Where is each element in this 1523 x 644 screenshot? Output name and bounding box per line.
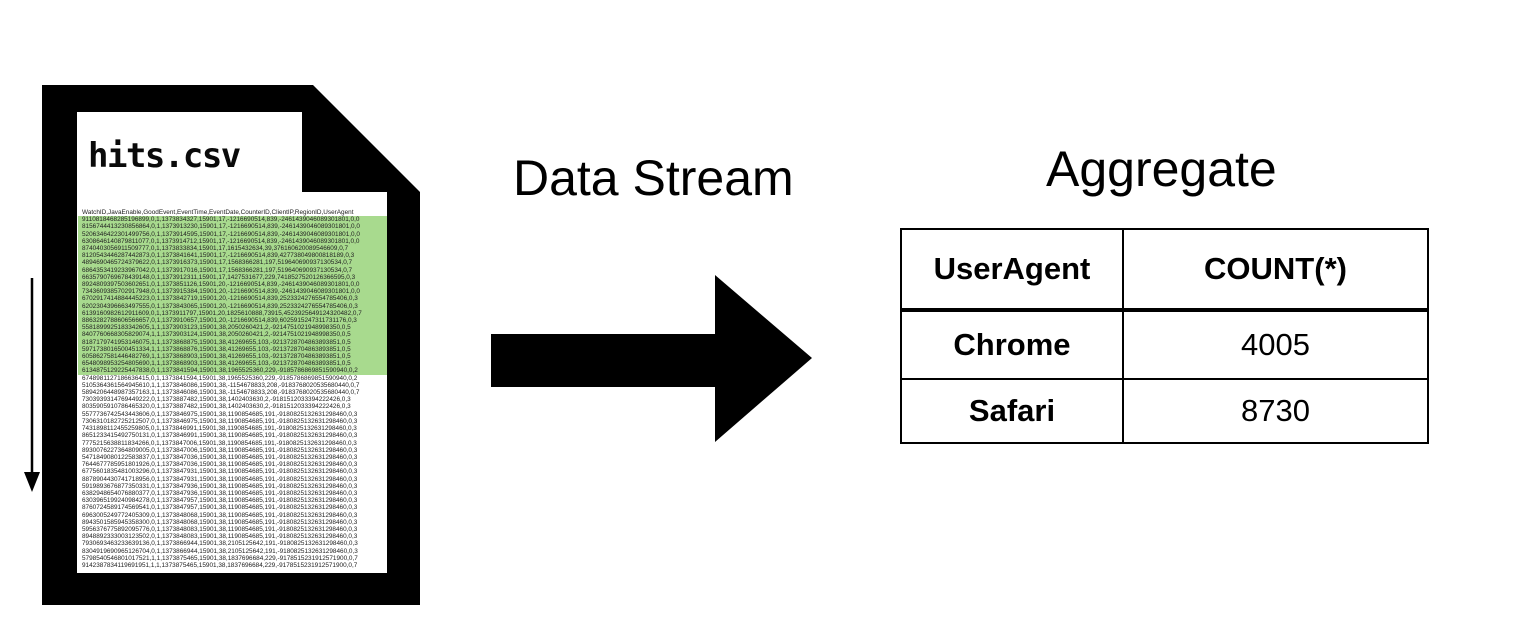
- csv-row: 7431898112455259805,0,1,1373846991,15901…: [82, 425, 357, 433]
- csv-row: 5971738016500451334,1,1,1373868876,15901…: [82, 345, 351, 353]
- csv-row: 8156744413230856864,0,1,1373913230,15901…: [82, 223, 360, 231]
- csv-row: 6635790769678439148,0,1,1373912311,15901…: [82, 273, 356, 281]
- stream-arrow-icon: [491, 275, 812, 442]
- scroll-down-arrow-icon: [24, 278, 40, 492]
- count-cell: 8730: [1122, 378, 1429, 444]
- aggregate-title: Aggregate: [1046, 141, 1277, 197]
- csv-row: 6864353419233967042,0,1,1373917016,15901…: [82, 266, 353, 274]
- csv-row: 7775215638811834266,0,1,1373847006,15901…: [82, 439, 357, 447]
- csv-row: 8760724589174569541,0,1,1373847957,15901…: [82, 504, 358, 512]
- table-row: Chrome 4005: [900, 309, 1429, 380]
- count-cell: 4005: [1122, 309, 1429, 380]
- csv-row: 8943501585945358300,0,1,1373848068,15901…: [82, 518, 358, 526]
- csv-row: 8187179741953146075,1,1,1373868875,15901…: [82, 338, 351, 346]
- csv-row: 8878904430741718956,0,1,1373847931,15901…: [82, 475, 358, 483]
- csv-filename: hits.csv: [88, 136, 241, 176]
- csv-row: 8924809397503602651,0,1,1373851126,15901…: [82, 281, 360, 289]
- csv-row: 7343609385702917948,0,1,1373915384,15901…: [82, 288, 360, 296]
- csv-row: 8304919690965126704,0,1,1373866944,15901…: [82, 547, 358, 555]
- csv-highlighted-block: 9110818468285196899,0,1,1373834327,15901…: [78, 216, 387, 375]
- csv-row: 8651233415492750131,0,1,1373846991,15901…: [82, 432, 358, 440]
- csv-row: 8120543446287442873,0,1,1373841641,15901…: [82, 252, 355, 260]
- csv-row: 6702917414884445223,0,1,1373842719,15901…: [82, 295, 358, 303]
- csv-row: 7930693463233639136,0,1,1373866944,15901…: [82, 540, 358, 548]
- useragent-cell: Chrome: [900, 309, 1124, 380]
- csv-row: 5798540546801017521,1,1,1373875465,15901…: [82, 554, 358, 562]
- aggregate-table: UserAgent COUNT(*) Chrome 4005 Safari 87…: [900, 228, 1429, 444]
- csv-row: 6202304396663497555,0,1,1373843065,15901…: [82, 302, 358, 310]
- csv-row: 7644677785951801926,0,1,1373847036,15901…: [82, 461, 358, 469]
- column-header-useragent: UserAgent: [900, 228, 1124, 312]
- csv-row: 6748981127186636415,0,1,1373841594,15901…: [82, 374, 358, 382]
- csv-row: 8740403056911509777,0,1,1373833834,15901…: [82, 245, 349, 253]
- csv-row: 6134875129225447838,0,1,1373841594,15901…: [82, 367, 358, 375]
- csv-row: 5919893676877350331,0,1,1373847936,15901…: [82, 482, 358, 490]
- aggregate-header-row: UserAgent COUNT(*): [900, 228, 1429, 312]
- csv-row: 9142387834119691951,1,1,1373875465,15901…: [82, 561, 358, 569]
- csv-row: 6308646140879811077,0,1,1373914712,15901…: [82, 237, 360, 245]
- csv-row: 7306310182725212507,0,1,1373846975,15901…: [82, 417, 358, 425]
- csv-row: 6303965199240984278,0,1,1373847957,15901…: [82, 497, 358, 505]
- csv-row: 6548098953254805690,1,1,1373868903,15901…: [82, 360, 351, 368]
- csv-row: 6139160982612911609,0,1,1373911797,15901…: [82, 309, 362, 317]
- csv-row: 5471849080122583837,0,1,1373847036,15901…: [82, 453, 358, 461]
- csv-row: 7303939314769449222,0,1,1373887482,15901…: [82, 396, 351, 404]
- csv-row: 5956376775892095776,0,1,1373848083,15901…: [82, 525, 358, 533]
- csv-row: 9110818468285196899,0,1,1373834327,15901…: [82, 216, 360, 224]
- data-stream-label: Data Stream: [513, 150, 794, 206]
- column-header-count: COUNT(*): [1122, 228, 1429, 312]
- useragent-cell: Safari: [900, 378, 1124, 444]
- csv-row: 6775601835481003296,0,1,1373847931,15901…: [82, 468, 358, 476]
- table-row: Safari 8730: [900, 378, 1429, 444]
- csv-plain-block: 6748981127186636415,0,1,1373841594,15901…: [78, 375, 387, 569]
- csv-row: 6058627581446482769,1,1,1373868903,15901…: [82, 353, 351, 361]
- csv-row: 5577736742543443606,0,1,1373846975,15901…: [82, 410, 358, 418]
- csv-row: 5581899925183342605,1,1,1373903123,15901…: [82, 324, 351, 332]
- csv-row: 6963005249772405309,0,1,1373848068,15901…: [82, 511, 358, 519]
- csv-header-row: WatchID,JavaEnable,GoodEvent,EventTime,E…: [82, 209, 354, 216]
- csv-row: 6382948654076880377,0,1,1373847936,15901…: [82, 489, 358, 497]
- csv-row: 8407760668305829074,1,1,1373903124,15901…: [82, 331, 351, 339]
- csv-row: 8948892333003123502,0,1,1373848083,15901…: [82, 533, 358, 541]
- csv-content: WatchID,JavaEnable,GoodEvent,EventTime,E…: [78, 209, 387, 573]
- csv-row: 5105364361564945610,1,1,1373846086,15901…: [82, 381, 360, 389]
- csv-row: 4894690465724379622,0,1,1373916373,15901…: [82, 259, 353, 267]
- csv-row: 5206346422301499756,0,1,1373914595,15901…: [82, 230, 360, 238]
- csv-row: 8035905910786465320,0,1,1373887482,15901…: [82, 403, 351, 411]
- csv-row: 5894206448987357163,1,1,1373846086,15901…: [82, 389, 360, 397]
- csv-row: 8863282788606566657,0,1,1373910657,15901…: [82, 317, 357, 325]
- csv-row: 8930076227364809005,0,1,1373847006,15901…: [82, 446, 358, 454]
